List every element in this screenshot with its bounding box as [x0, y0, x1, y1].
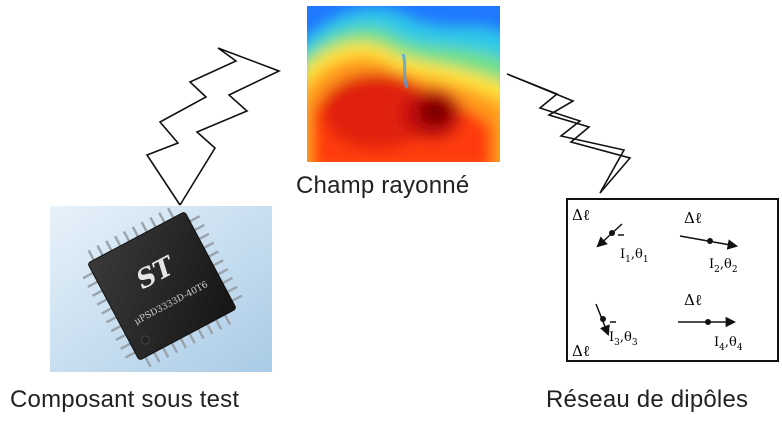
- dipole-4-current: I: [714, 335, 719, 350]
- svg-text:I1,θ1: I1,θ1: [620, 247, 649, 265]
- network-caption: Réseau de dipôles: [546, 386, 749, 413]
- field-caption: Champ rayonné: [296, 172, 470, 199]
- dipole-1-length: Δℓ: [572, 206, 590, 224]
- dipole-2-length: Δℓ: [684, 209, 702, 227]
- dipole-4-length: Δℓ: [684, 291, 702, 309]
- dipole-network-diagram: Δℓ I1,θ1 Δℓ I2,θ2 I3,θ3 Δℓ Δℓ I4,θ4: [566, 198, 779, 362]
- dipole-4: Δℓ I4,θ4: [678, 291, 743, 353]
- dipole-1: Δℓ I1,θ1: [572, 206, 649, 265]
- component-caption: Composant sous test: [10, 386, 240, 413]
- bolt-component-to-field: [145, 47, 282, 206]
- svg-text:I2,θ2: I2,θ2: [709, 257, 738, 275]
- dipole-3-current: I: [609, 330, 614, 345]
- dipole-3-length: Δℓ: [572, 342, 590, 360]
- component-chip-image: ST μPSD3333D-40T6: [50, 206, 272, 372]
- dipole-2-current: I: [709, 257, 714, 272]
- bolt-field-to-network: [506, 73, 632, 194]
- radiated-field-heatmap: [307, 6, 500, 162]
- dipole-3: I3,θ3 Δℓ: [572, 303, 638, 360]
- svg-text:I3,θ3: I3,θ3: [609, 330, 638, 348]
- dipole-2: Δℓ I2,θ2: [679, 209, 739, 275]
- svg-text:I4,θ4: I4,θ4: [714, 335, 743, 353]
- dipole-1-current: I: [620, 247, 625, 262]
